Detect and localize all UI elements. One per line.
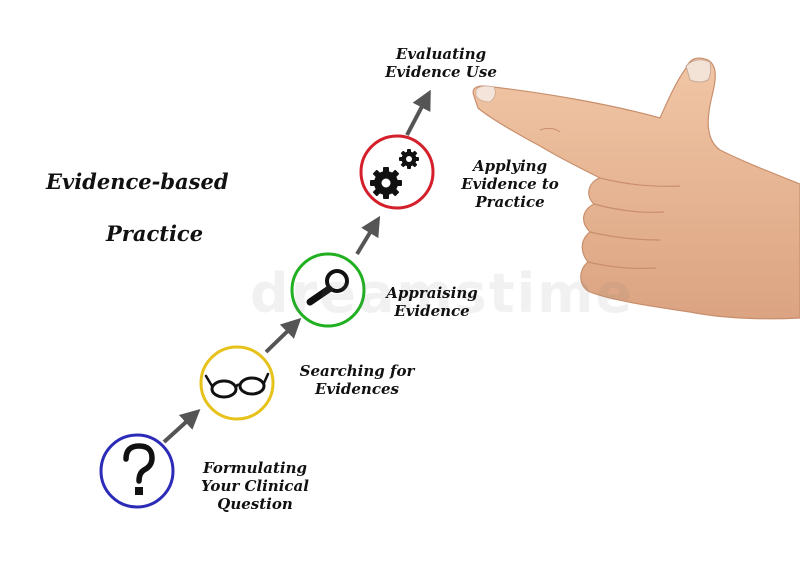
step-label-evaluating: Evaluating Evidence Use [385,45,497,81]
flow-arrows [162,89,431,444]
step-label-applying: Applying Evidence to Practice [461,157,559,211]
pointing-hand-image [472,57,800,320]
step-circle-searching [199,345,275,421]
step-circle-applying [359,134,435,210]
arrow-1-to-2 [162,408,201,444]
step-label-appraising: Appraising Evidence [386,284,478,320]
diagram-title-line2: Practice [106,221,204,246]
magnifier-icon [306,269,349,306]
eyeglasses-icon [204,372,270,399]
step-circle-formulating [99,433,175,509]
question-mark-icon [123,443,155,495]
step-circle-appraising [290,252,366,328]
step-label-searching: Searching for Evidences [299,362,415,398]
gears-icon [370,149,419,199]
arrow-3-to-4 [355,215,381,256]
watermark: dreamstime [250,262,634,325]
diagram-title-line1: Evidence-based [46,169,229,194]
step-label-formulating: Formulating Your Clinical Question [201,459,309,513]
arrow-4-to-5 [405,89,431,136]
arrow-2-to-3 [264,317,302,354]
